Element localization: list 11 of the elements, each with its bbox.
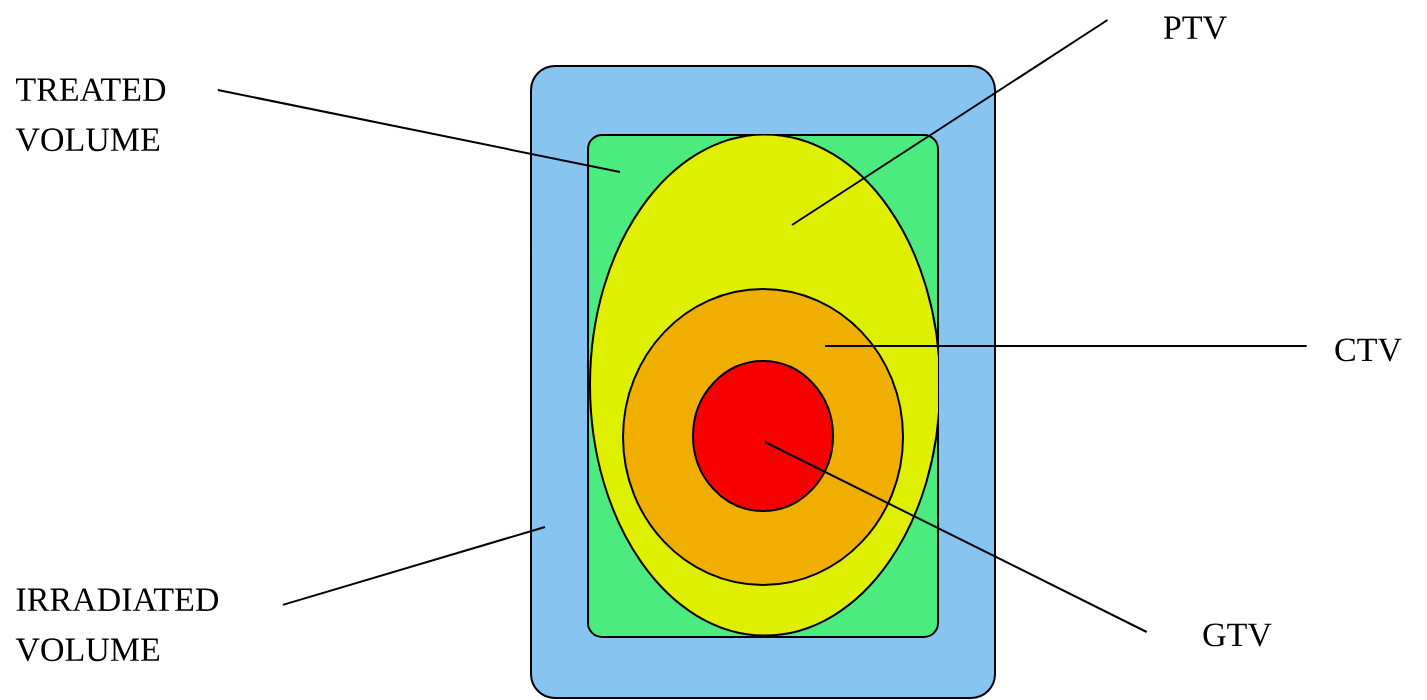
leader-line <box>764 441 1148 633</box>
leader-line <box>824 345 1308 347</box>
volume-label: GTV <box>1203 623 1272 647</box>
volume-label: CTV <box>1335 338 1402 362</box>
volume-label: IRRADIATED VOLUME <box>15 588 219 662</box>
leader-line <box>791 19 1109 226</box>
gtv-circle <box>692 360 834 512</box>
volume-label: PTV <box>1163 16 1227 40</box>
leader-line <box>281 526 546 606</box>
leader-line <box>216 89 621 173</box>
volume-label: TREATED VOLUME <box>15 78 166 152</box>
